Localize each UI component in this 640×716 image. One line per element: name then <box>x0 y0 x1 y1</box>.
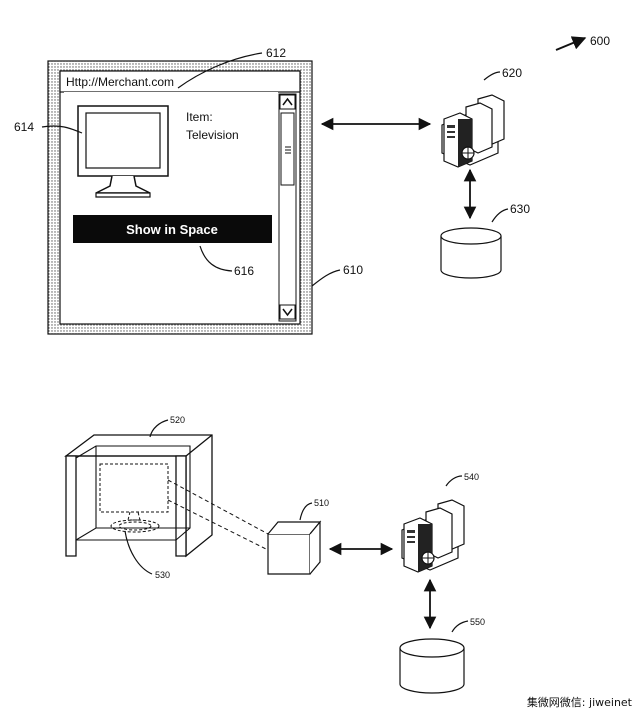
top-reference-lines: 612 614 616 610 <box>14 46 363 287</box>
room-enclosure-520 <box>64 434 213 558</box>
show-in-space-label: Show in Space <box>126 222 218 237</box>
database-icon-550 <box>399 638 465 694</box>
ref-616: 616 <box>234 264 254 278</box>
scroll-up-button[interactable] <box>279 94 296 110</box>
url-text: Http://Merchant.com <box>66 75 174 89</box>
figure-600-label: 600 <box>555 34 610 51</box>
ref-612: 612 <box>266 46 286 60</box>
item-value: Television <box>186 128 239 142</box>
show-in-space-button[interactable] <box>73 215 272 243</box>
ref-614: 614 <box>14 120 34 134</box>
scroll-thumb[interactable] <box>280 112 295 186</box>
scrollbar[interactable] <box>278 93 297 322</box>
server-icon-620 <box>441 94 505 168</box>
ref-530: 530 <box>155 570 170 580</box>
watermark-text: 集微网微信: jiweinet <box>527 695 633 709</box>
ref-510: 510 <box>314 498 329 508</box>
figure-number: 600 <box>590 34 610 48</box>
ref-550: 550 <box>470 617 485 627</box>
sensor-device-510 <box>267 520 322 575</box>
server-icon-540 <box>401 499 465 573</box>
database-icon-630 <box>440 227 502 279</box>
product-image-tv[interactable] <box>77 105 169 198</box>
ref-520: 520 <box>170 415 185 425</box>
chevron-down-icon <box>282 308 293 317</box>
ref-540: 540 <box>464 472 479 482</box>
ref-620: 620 <box>502 66 522 80</box>
ref-610: 610 <box>343 263 363 277</box>
scroll-down-button[interactable] <box>279 304 296 320</box>
ref-630: 630 <box>510 202 530 216</box>
chevron-up-icon <box>282 97 293 106</box>
item-label: Item: <box>186 110 213 124</box>
browser-window: Http://Merchant.com Item: Television Sh <box>47 60 313 335</box>
